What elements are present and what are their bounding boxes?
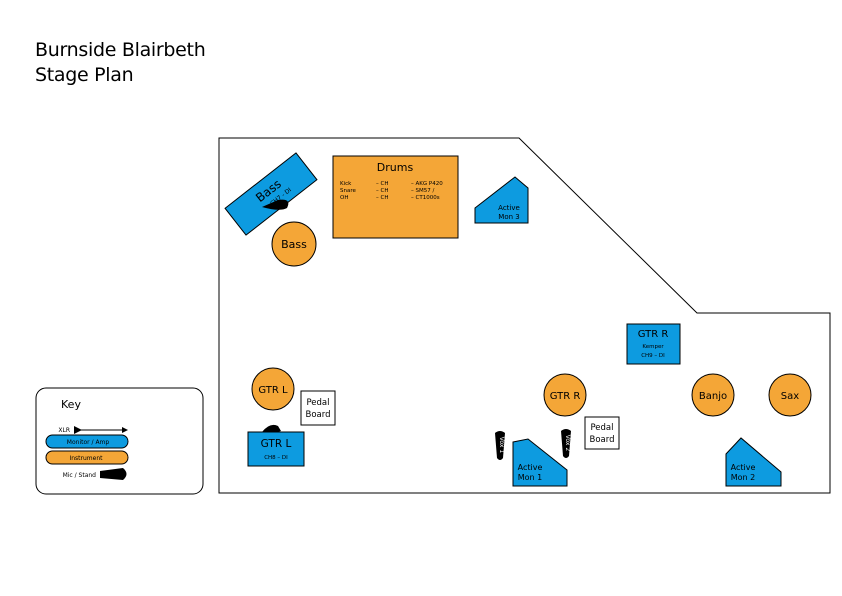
key-instrument-swatch [45, 450, 129, 465]
pedal-board-left-line1: Pedal [306, 398, 329, 408]
drums-label: Drums [377, 161, 414, 174]
instrument-banjo[interactable]: Banjo [691, 373, 735, 417]
amp-gtr-l-sublabel: CH8 – DI [264, 455, 288, 461]
instrument-gtr-r-label: GTR R [550, 391, 581, 402]
instrument-bass[interactable]: Bass [271, 221, 317, 267]
instrument-bass-label: Bass [281, 238, 307, 251]
gtr-l-mic-stand [262, 424, 281, 433]
bass-mic-stand [262, 199, 289, 210]
amp-gtr-r-sublabel-1: Kemper [642, 344, 664, 350]
amp-gtr-r[interactable]: GTR R Kemper CH9 – DI [626, 323, 681, 365]
pedal-board-right-line1: Pedal [590, 423, 613, 433]
instrument-gtr-l-label: GTR L [258, 385, 288, 396]
stage-plan-title: Burnside Blairbeth Stage Plan [35, 38, 206, 88]
amp-gtr-l[interactable]: GTR L CH8 – DI [247, 431, 305, 467]
drums-ch-2: – CH [376, 188, 388, 194]
mon3-line2: Mon 3 [498, 213, 519, 221]
instrument-sax-label: Sax [781, 391, 799, 402]
key-xlr-arrow-start [74, 426, 82, 434]
instrument-sax[interactable]: Sax [768, 373, 812, 417]
drums-model-2: – SM57 / [411, 188, 434, 194]
key-mic-stand-label: Mic / Stand [63, 472, 97, 479]
mic-vox-2[interactable]: Vox 2 [561, 429, 571, 458]
key-instrument-label: Instrument [69, 455, 103, 462]
key-title: Key [61, 398, 81, 411]
mon3-line1: Active [498, 204, 520, 212]
drums-model-1: – AKG P420 [411, 181, 443, 187]
instrument-gtr-l[interactable]: GTR L [251, 367, 295, 411]
key-mic-stand-icon [100, 468, 127, 480]
instrument-gtr-r[interactable]: GTR R [543, 373, 587, 417]
pedal-board-right[interactable]: Pedal Board [584, 416, 620, 450]
amp-gtr-r-label: GTR R [638, 329, 669, 340]
drums-mic-kick: Kick [340, 181, 352, 187]
key-monitor-amp-label: Monitor / Amp [67, 439, 110, 446]
key-monitor-amp-swatch [45, 434, 129, 449]
drums-mic-oh: OH [340, 195, 348, 201]
mic-vox-1-label: Vox 1 [498, 437, 505, 454]
bass-amp[interactable]: Bass CH7 - DI [224, 152, 318, 236]
monitor-active-mon-2[interactable]: Active Mon 2 [725, 437, 782, 487]
drums-kit[interactable]: Drums Kick Snare OH – CH – CH – CH – AKG… [332, 155, 459, 239]
mon2-line1: Active [731, 463, 756, 472]
key-xlr-arrow-end [122, 427, 128, 433]
drums-ch-1: – CH [376, 181, 388, 187]
drums-model-3: – CT1000s [411, 195, 440, 201]
amp-gtr-l-label: GTR L [261, 438, 292, 450]
key-xlr-label: XLR [58, 427, 70, 434]
mic-vox-1[interactable]: Vox 1 [495, 431, 505, 460]
plan-subtitle: Stage Plan [35, 64, 134, 86]
band-name: Burnside Blairbeth [35, 39, 206, 61]
mon1-line2: Mon 1 [518, 473, 543, 482]
monitor-active-mon-3[interactable]: Active Mon 3 [474, 176, 529, 224]
monitor-active-mon-1[interactable]: Active Mon 1 [512, 438, 568, 487]
stage-outline [218, 137, 831, 494]
mon2-line2: Mon 2 [731, 473, 756, 482]
legend-key: Key XLR Monitor / Amp Instrument Mic / S… [35, 387, 204, 495]
drums-ch-3: – CH [376, 195, 388, 201]
mic-vox-2-label: Vox 2 [564, 435, 571, 452]
instrument-banjo-label: Banjo [699, 391, 727, 402]
pedal-board-left-line2: Board [306, 410, 331, 420]
amp-gtr-r-sublabel-2: CH9 – DI [641, 353, 665, 359]
pedal-board-right-line2: Board [590, 435, 615, 445]
mon1-line1: Active [518, 463, 543, 472]
drums-mic-snare: Snare [340, 188, 356, 194]
pedal-board-left[interactable]: Pedal Board [300, 390, 336, 426]
